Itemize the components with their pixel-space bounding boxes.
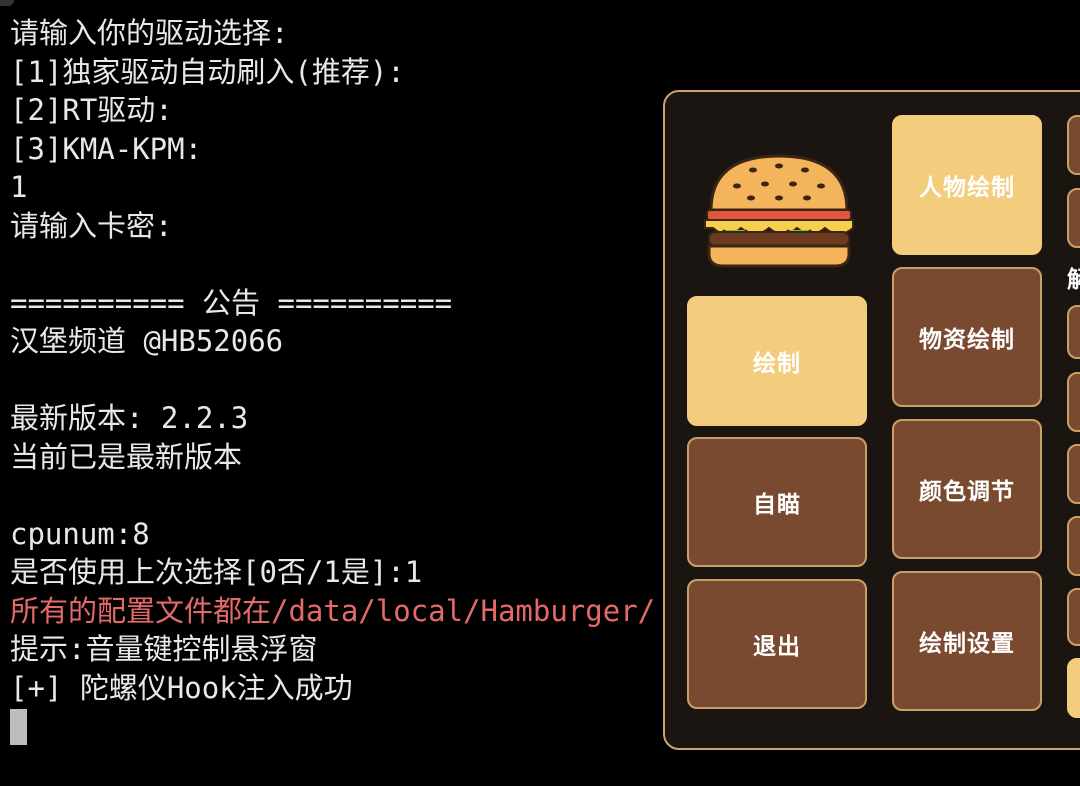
option-button[interactable] [1067,305,1080,359]
tab-color-adjust[interactable]: 颜色调节 [892,419,1042,559]
terminal-line [10,245,670,284]
hamburger-icon [704,154,854,268]
terminal-line-config-path: 所有的配置文件都在/data/local/Hamburger/ [10,593,656,628]
option-label: 解 [1067,260,1080,294]
terminal-line: [3]KMA-KPM: [10,131,203,166]
terminal-line: cpunum:8 [10,516,150,551]
option-button[interactable] [1067,372,1080,432]
terminal-line: 提示:音量键控制悬浮窗 [10,632,318,666]
terminal-line: 汉堡频道 @HB52066 [10,324,284,358]
menu-button-exit[interactable]: 退出 [687,579,867,709]
terminal-input-line[interactable] [10,707,670,746]
terminal-line: 请输入卡密: [10,208,173,243]
option-button[interactable] [1067,188,1080,248]
terminal-cursor[interactable] [10,709,27,745]
option-button[interactable] [1067,115,1080,175]
terminal-line: 1 [10,170,28,204]
floating-menu-panel[interactable]: 绘制 自瞄 退出 人物绘制 物资绘制 颜色调节 绘制设置 解 [663,90,1080,750]
terminal-line: 当前已是最新版本 [10,439,243,474]
option-button[interactable] [1067,658,1080,718]
terminal-line: [2]RT驱动: [10,93,173,127]
terminal-output: 请输入你的驱动选择: [1]独家驱动自动刷入(推荐): [2]RT驱动: [3]… [10,14,670,746]
window-top-handle [0,0,14,6]
option-button[interactable] [1067,444,1080,504]
tab-draw-settings[interactable]: 绘制设置 [892,571,1042,711]
terminal-line: 是否使用上次选择[0否/1是]:1 [10,555,423,589]
option-button[interactable] [1067,588,1080,646]
terminal-line [10,476,670,515]
terminal-line: [+] 陀螺仪Hook注入成功 [10,670,353,705]
option-button[interactable] [1067,516,1080,576]
menu-button-aimbot[interactable]: 自瞄 [687,437,867,567]
terminal-line: 请输入你的驱动选择: [10,16,289,50]
tab-character-draw[interactable]: 人物绘制 [892,115,1042,255]
terminal-line: ========== 公告 ========== [10,285,453,320]
menu-button-draw[interactable]: 绘制 [687,296,867,426]
terminal-line [10,361,670,400]
terminal-line: 最新版本: 2.2.3 [10,401,249,435]
terminal-line: [1]独家驱动自动刷入(推荐): [10,54,405,89]
tab-supply-draw[interactable]: 物资绘制 [892,267,1042,407]
